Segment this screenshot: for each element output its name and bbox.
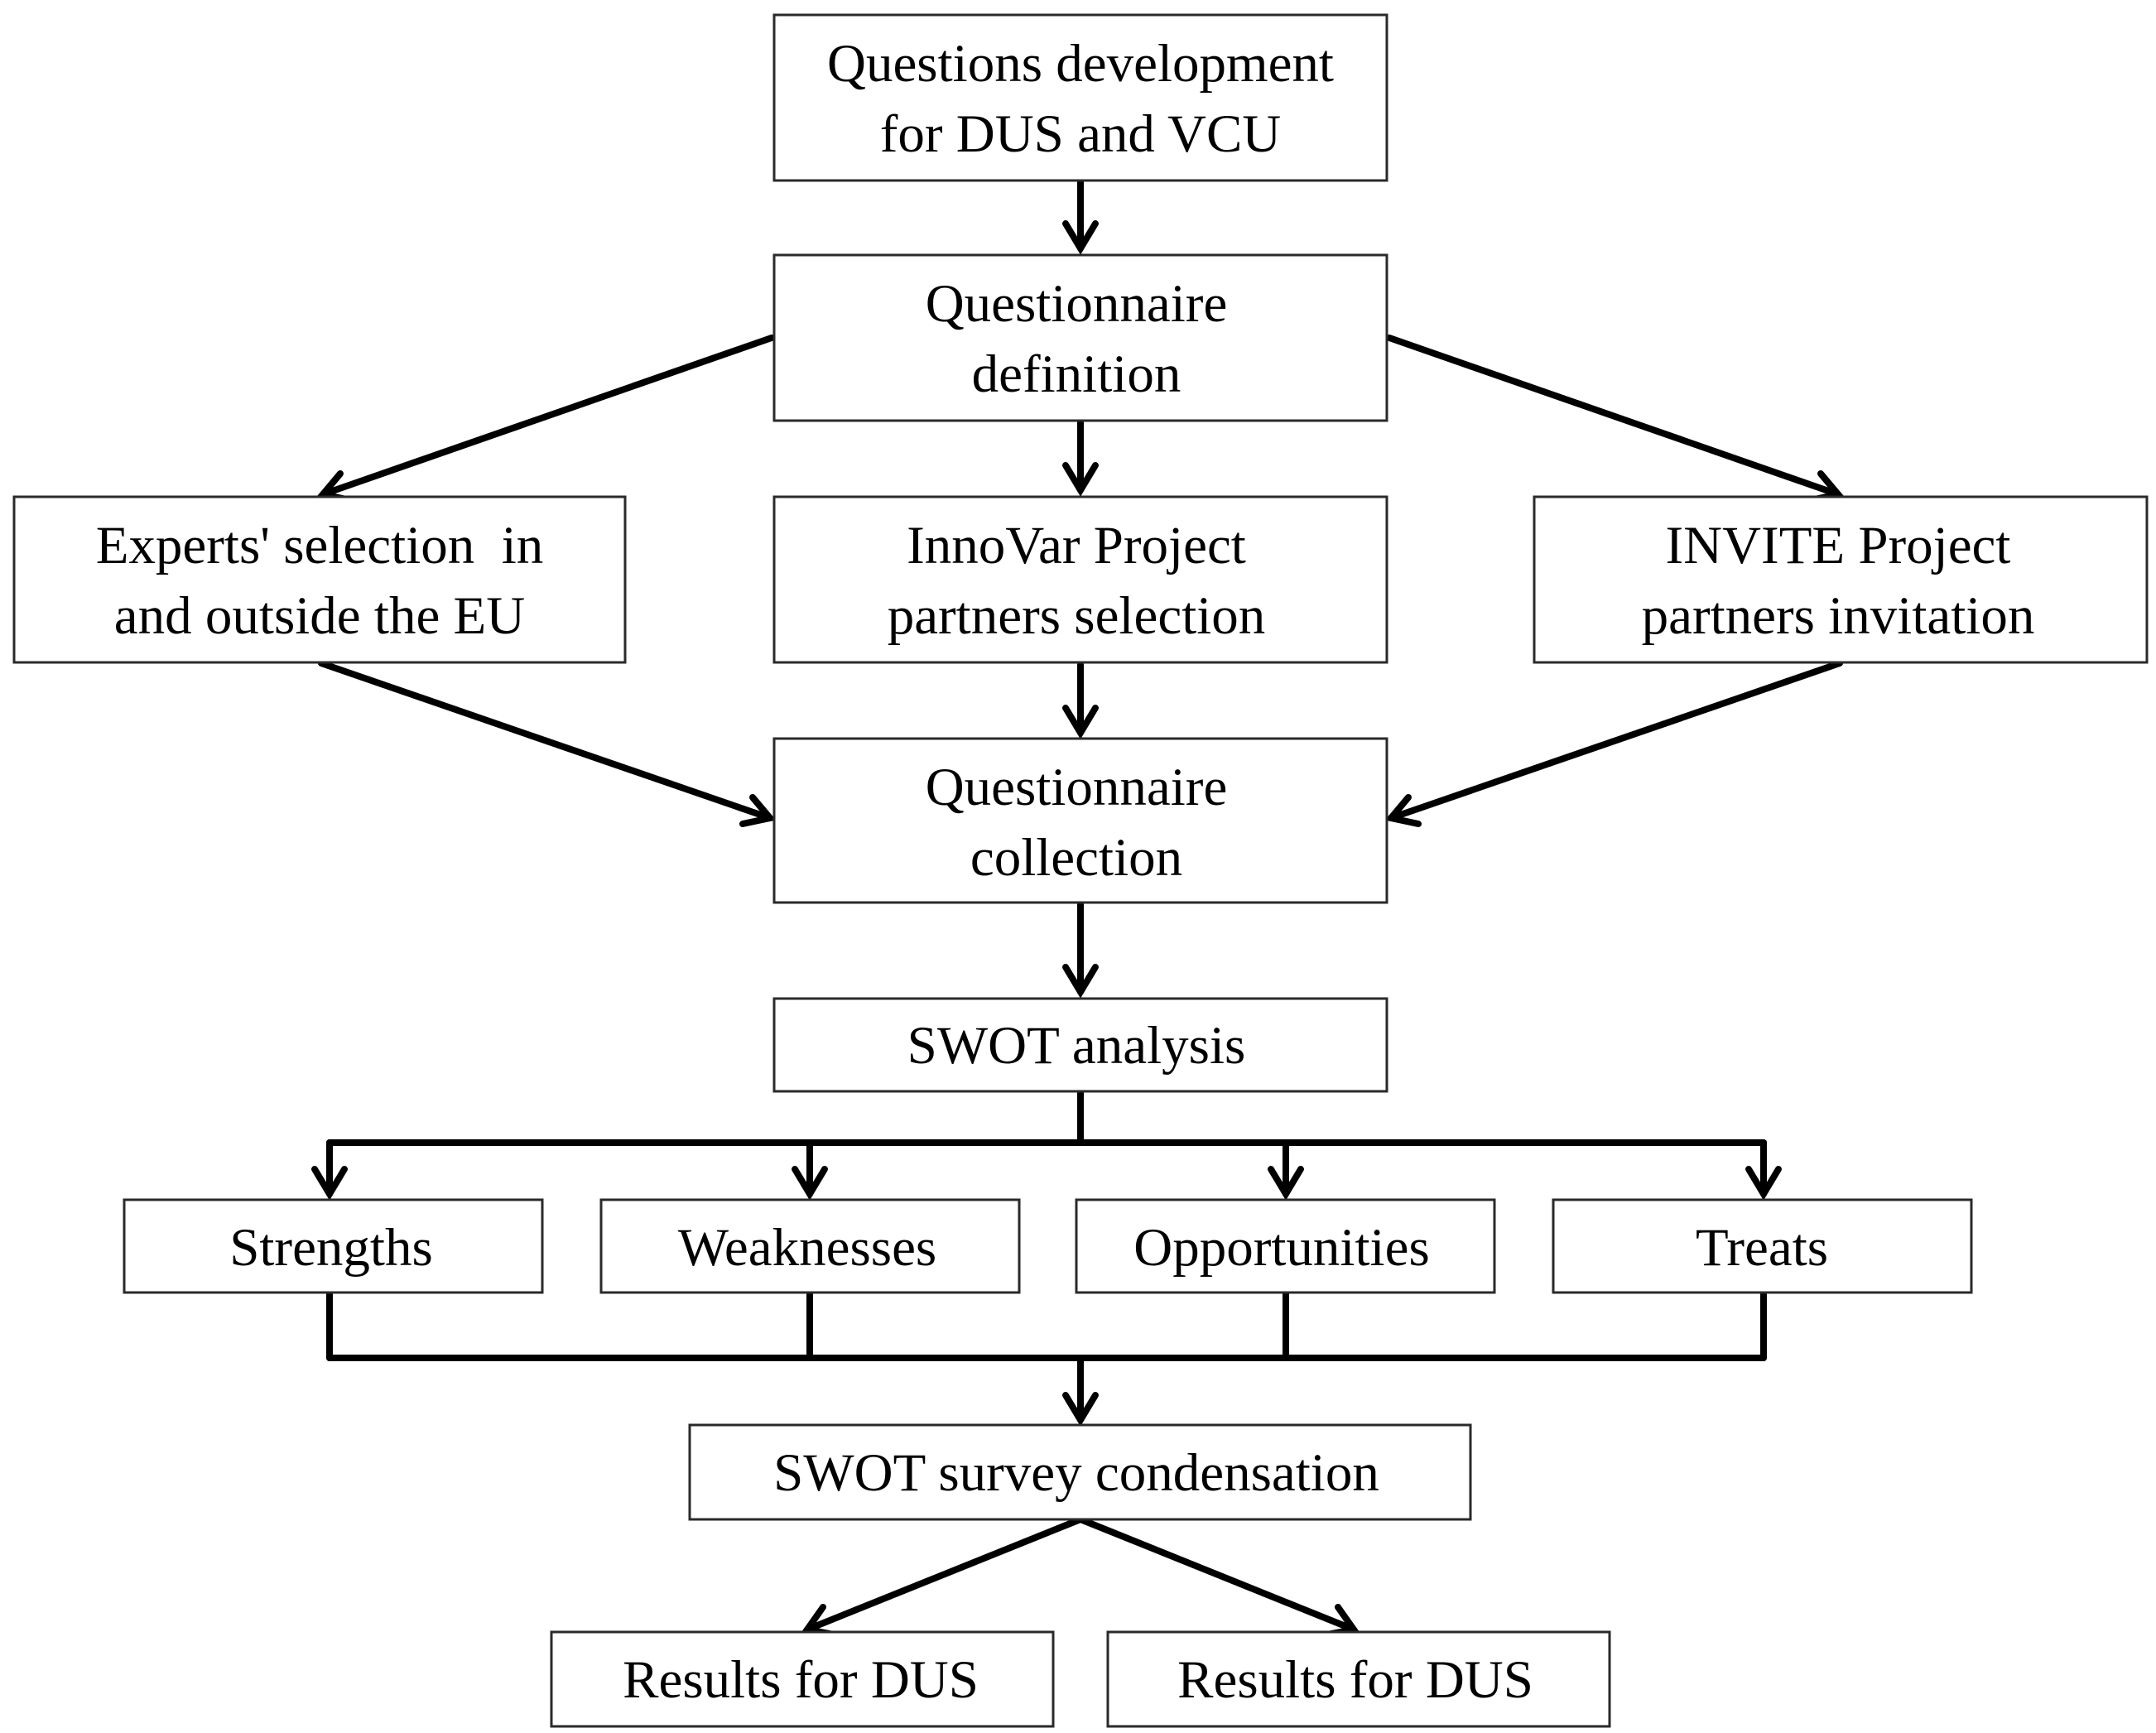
node-label: Questionnaire: [926, 274, 1228, 334]
node-label: for DUS and VCU: [880, 104, 1282, 164]
node-swot-condensation: SWOT survey condensation: [688, 1423, 1472, 1521]
node-innovar-selection: InnoVar Project partners selection: [772, 495, 1388, 664]
arrow-experts-to-collection: [318, 660, 777, 827]
arrow-definition-to-experts: [316, 335, 775, 503]
arrow-collection-to-swot: [1062, 901, 1099, 999]
swot-merge-connector: [326, 1291, 1767, 1427]
node-label: Results for DUS: [623, 1650, 979, 1710]
node-label: Questionnaire: [926, 758, 1228, 817]
node-weaknesses: Weaknesses: [599, 1198, 1021, 1294]
arrow-condensation-to-results-left: [801, 1516, 1084, 1638]
node-label: collection: [970, 828, 1182, 888]
node-label: SWOT survey condensation: [773, 1443, 1379, 1503]
swot-branch-connector: [311, 1088, 1782, 1201]
node-questions-development: Questions development for DUS and VCU: [772, 13, 1388, 182]
node-label: and outside the EU: [114, 586, 525, 646]
node-label: SWOT analysis: [907, 1016, 1246, 1076]
node-label: Experts' selection in: [96, 516, 544, 575]
node-opportunities: Opportunities: [1075, 1198, 1496, 1294]
node-label: definition: [972, 344, 1181, 404]
node-swot-analysis: SWOT analysis: [772, 997, 1388, 1093]
node-label: Treats: [1696, 1218, 1828, 1278]
node-strengths: Strengths: [123, 1198, 544, 1294]
node-label: Questions development: [827, 34, 1334, 94]
node-results-right: Results for DUS: [1106, 1630, 1611, 1728]
node-label: Opportunities: [1133, 1218, 1429, 1278]
node-results-left: Results for DUS: [550, 1630, 1055, 1728]
node-treats: Treats: [1552, 1198, 1973, 1294]
node-label: partners invitation: [1642, 586, 2035, 646]
arrow-innovar-to-collection: [1062, 662, 1099, 739]
node-questionnaire-collection: Questionnaire collection: [772, 737, 1388, 904]
arrow-condensation-to-results-right: [1077, 1516, 1360, 1638]
arrow-development-to-definition: [1062, 177, 1099, 255]
arrow-definition-to-innovar: [1062, 419, 1099, 497]
node-questionnaire-definition: Questionnaire definition: [772, 253, 1388, 422]
node-invite-invitation: INVITE Project partners invitation: [1533, 495, 2149, 664]
node-label: Strengths: [229, 1218, 433, 1278]
node-label: INVITE Project: [1666, 516, 2011, 575]
node-label: Weaknesses: [678, 1218, 936, 1278]
arrow-invite-to-collection: [1384, 660, 1843, 827]
connectors: [311, 177, 1845, 1638]
node-experts-selection: Experts' selection in and outside the EU: [12, 495, 627, 664]
node-label: partners selection: [888, 586, 1266, 646]
node-label: Results for DUS: [1177, 1650, 1533, 1710]
node-label: InnoVar Project: [907, 516, 1246, 575]
arrow-definition-to-invite: [1386, 335, 1845, 503]
